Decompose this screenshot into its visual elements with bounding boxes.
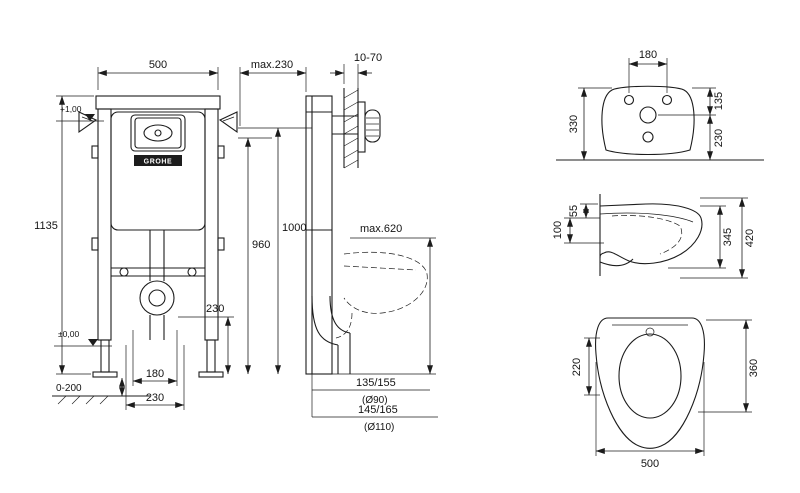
dim-1000-label: 1000 xyxy=(282,222,306,234)
dim-500-label: 500 xyxy=(149,59,167,71)
dim-front-width: 500 xyxy=(97,59,219,90)
dim-rear-230-label: 230 xyxy=(713,129,725,147)
dim-side-420: 420 xyxy=(680,197,756,279)
dim-side-55: 55 xyxy=(564,203,600,219)
wc-rear-outline xyxy=(601,85,695,156)
cistern xyxy=(110,111,206,231)
dim-depth-max230: max.230 xyxy=(239,59,307,126)
dim-top-220: 220 xyxy=(571,337,600,396)
outlet2-diameter-label: (Ø110) xyxy=(364,422,394,433)
dim-top-220-label: 220 xyxy=(571,358,583,376)
dim-side-345-label: 345 xyxy=(722,228,734,246)
dim-top-360-label: 360 xyxy=(748,359,760,377)
wc-side-outline xyxy=(599,194,703,276)
wall-section xyxy=(343,88,359,169)
side-view: max.230 10-70 1000 960 230 ma xyxy=(178,52,438,433)
outlet-labels: 135/155 (Ø90) 145/165 (Ø110) xyxy=(311,374,438,433)
dim-10-70-label: 10-70 xyxy=(354,52,382,64)
outlet2-label: 145/165 xyxy=(358,404,398,416)
level-top-label: +1,00 xyxy=(60,104,82,114)
dim-230-bottom-label: 230 xyxy=(146,392,164,404)
dim-rear-135: 135 xyxy=(658,87,725,116)
dim-h230: 230 xyxy=(178,303,234,375)
brand-text: GROHE xyxy=(144,159,173,166)
dim-rear-230: 230 xyxy=(707,114,725,161)
front-view: GROHE 500 1135 +1,00 xyxy=(34,59,238,410)
dim-h960: 960 xyxy=(238,137,272,375)
dim-outlet-width: 230 xyxy=(125,345,185,410)
outlet1-label: 135/155 xyxy=(356,377,396,389)
dim-max620-label: max.620 xyxy=(360,223,402,235)
level-zero-label: ±0,00 xyxy=(58,329,79,339)
wc-rear-view: 180 330 135 230 xyxy=(556,49,764,161)
side-frame xyxy=(305,95,358,375)
flush-plate-side xyxy=(357,101,381,153)
dim-h1000: 1000 xyxy=(238,127,312,375)
dim-side-345: 345 xyxy=(668,205,734,269)
dim-side-100: 100 xyxy=(552,217,604,244)
dim-top-360: 360 xyxy=(698,319,760,413)
dim-front-height: 1135 xyxy=(34,95,94,375)
frame-outline xyxy=(78,95,238,378)
wc-top-outline xyxy=(595,317,705,449)
wall-hatch xyxy=(343,89,359,169)
dim-bolt-spacing: 180 xyxy=(132,330,178,386)
dim-h620: max.620 xyxy=(332,223,436,375)
flush-pipe-and-drain xyxy=(111,230,205,340)
dim-1135-label: 1135 xyxy=(34,220,58,232)
level-marker-top: +1,00 xyxy=(56,104,104,122)
dim-side-230-label: 230 xyxy=(206,303,224,315)
grohe-logo: GROHE xyxy=(134,155,182,166)
dim-side-55-label: 55 xyxy=(568,205,580,217)
outlet1-diameter-label: (Ø90) xyxy=(362,395,388,406)
dim-wall-range: 10-70 xyxy=(330,52,382,98)
level-marker-zero: ±0,00 xyxy=(54,329,112,347)
wc-side-view: 55 100 345 420 xyxy=(552,194,756,279)
wc-phantom-outline xyxy=(335,251,428,339)
dim-top-500: 500 xyxy=(595,362,705,470)
dim-top-500-label: 500 xyxy=(641,458,659,470)
dim-rear-135-label: 135 xyxy=(713,92,725,110)
dim-max230-label: max.230 xyxy=(251,59,293,71)
dim-side-100-label: 100 xyxy=(552,221,564,239)
dim-feet-label: 0-200 xyxy=(56,383,82,394)
dim-rear-180-label: 180 xyxy=(639,49,657,61)
dim-rear-180: 180 xyxy=(628,49,668,93)
wc-top-view: 220 360 500 xyxy=(571,317,760,470)
dim-side-420-label: 420 xyxy=(744,229,756,247)
dim-180-label: 180 xyxy=(146,368,164,380)
dim-rear-330-label: 330 xyxy=(568,115,580,133)
dim-feet-range: 0-200 xyxy=(52,377,150,405)
dim-rear-330: 330 xyxy=(568,87,612,161)
dim-960-label: 960 xyxy=(252,239,270,251)
